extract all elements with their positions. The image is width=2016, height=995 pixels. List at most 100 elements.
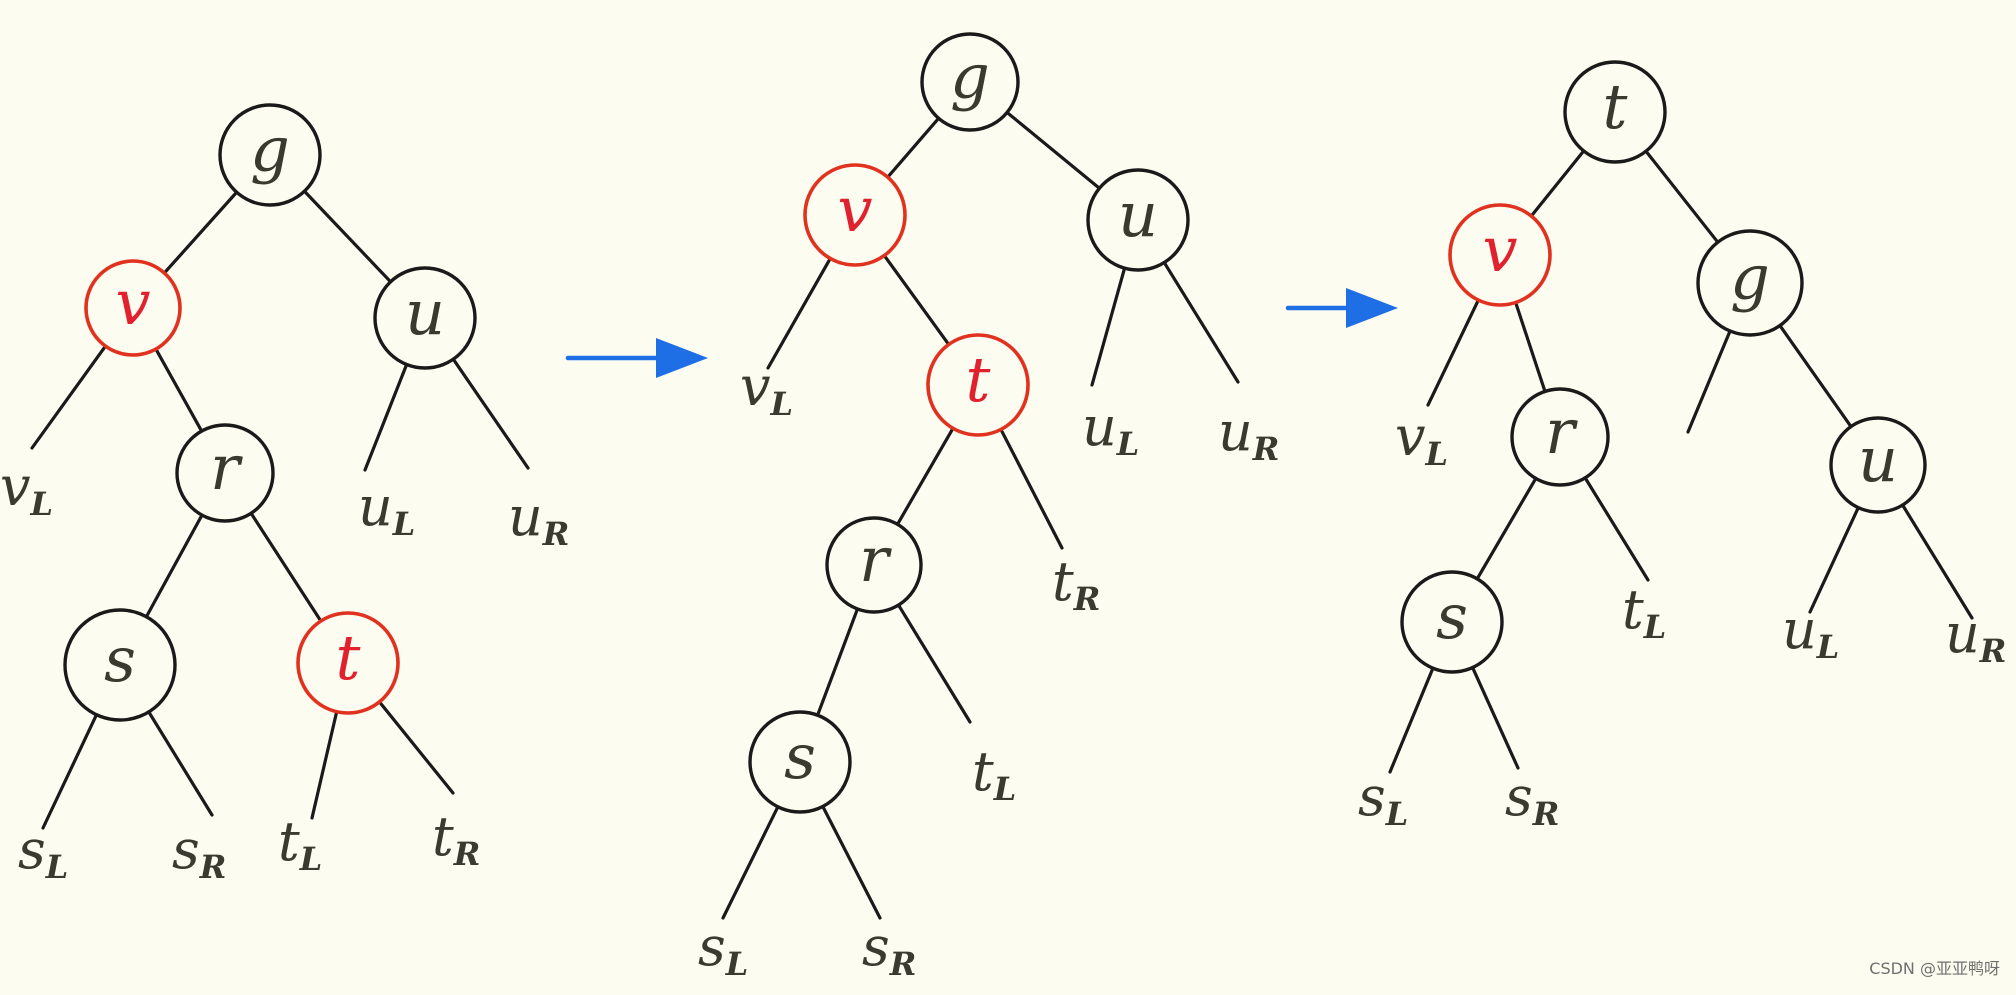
tree-2-node-s: s [748,710,852,814]
tree-1-node-u-circle [373,266,477,370]
tree-1-edge-6 [451,357,530,470]
tree-1-leaf-uR-sub: R [542,515,570,553]
tree-3-leaf-vL-main: v [1395,405,1426,468]
tree-2-edge-12 [821,804,882,920]
tree-1-edge-2 [302,189,393,284]
tree-1-node-g-circle [218,103,322,207]
tree-1-node-t: t [296,611,400,715]
tree-2-leaf-uR-sub: R [1252,430,1280,468]
tree-2-leaf-uL: uL [1082,395,1139,463]
tree-2-edge-10 [896,603,972,724]
tree-1-edge-1 [162,190,239,275]
tree-2-leaf-vL: vL [740,355,793,423]
tree-3-leaf-uL-main: u [1782,598,1817,661]
tree-1-edge-11 [310,710,339,820]
tree-2-leaf-tR-sub: R [1073,580,1101,618]
tree-2-leaf-sR-main: s [862,915,890,978]
tree-3-leaf-sL-main: s [1358,765,1386,828]
tree-2-edge-8 [999,427,1064,550]
tree-2-leaf-vL-main: v [740,355,771,418]
tree-2-node-g: g [920,32,1020,132]
tree-3-node-r-label: r [1545,395,1578,468]
tree-2-leaf-tL: tL [972,740,1016,808]
tree-2-node-g-circle [920,32,1020,132]
tree-1-node-g: g [218,103,322,207]
tree-1-node-r: r [175,423,275,523]
tree-3-node-r-circle [1510,387,1610,487]
tree-2-edge-7 [895,426,955,526]
tree-3-leaf-vL: vL [1395,405,1448,473]
tree-2-edge-3 [766,256,832,370]
tree-3-node-g-circle [1696,229,1804,337]
tree-3-edge-7 [1475,476,1538,581]
tree-3-node-g: g [1696,229,1804,337]
tree-2-leaf-tR-main: t [1052,550,1074,613]
tree-1-leaf-tR-sub: R [453,835,481,873]
tree-3-edge-3 [1426,298,1480,407]
tree-2-node-u-label: u [1118,178,1158,251]
tree-2-leaf-sL: sL [698,915,748,983]
tree-3-leaf-vL-sub: L [1425,435,1449,473]
tree-3-leaf-uR-sub: R [1979,632,2007,670]
edges-layer [30,110,1974,920]
tree-1-node-s-label: s [104,623,136,696]
tree-1-node-u: u [373,266,477,370]
tree-3-leaf-sR: sR [1505,765,1559,833]
tree-2-node-r: r [825,516,923,614]
tree-2-node-r-circle [825,516,923,614]
tree-1-node-u-label: u [405,276,445,349]
tree-2-leaf-sR-sub: R [889,945,917,983]
tree-3-leaf-sR-main: s [1505,765,1533,828]
tree-2-node-u: u [1086,168,1190,272]
tree-1-edge-3 [30,344,108,450]
tree-2-leaf-tL-sub: L [993,770,1017,808]
tree-2-edge-4 [882,253,951,347]
tree-1-leaf-tL-main: t [278,810,300,873]
tree-1-node-t-label: t [336,621,361,694]
tree-3-node-t: t [1563,60,1667,164]
tree-1-node-g-label: g [250,113,290,186]
tree-1-leaf-sR: sR [172,818,226,886]
tree-1-leaf-sL-sub: L [45,848,69,886]
tree-1-leaf-vL: vL [0,455,53,523]
tree-3-leaf-uL: uL [1782,598,1839,666]
tree-1-edge-9 [41,713,99,830]
tree-3-edge-8 [1583,476,1650,582]
tree-1-node-r-label: r [210,431,243,504]
tree-3-node-u-circle [1829,416,1927,514]
tree-1-edge-7 [144,513,204,619]
tree-2-node-v-circle [803,163,907,267]
tree-3-edge-12 [1470,665,1520,770]
tree-2-leaf-tR: tR [1052,550,1100,618]
tree-2-leaf-uL-main: u [1082,395,1117,458]
tree-2-edge-2 [1005,110,1101,190]
tree-1-leaf-sR-main: s [172,818,200,881]
tree-2-leaf-sL-sub: L [725,945,749,983]
watermark: CSDN @亚亚鸭呀 [1869,959,2000,978]
tree-2-edge-6 [1162,260,1240,384]
tree-3-edge-1 [1529,149,1586,218]
tree-3-node-v-circle [1448,203,1552,307]
tree-2-edge-1 [886,116,941,179]
tree-3-node-u: u [1829,416,1927,514]
tree-3-node-s-label: s [1436,580,1468,653]
tree-1-leaf-vL-sub: L [30,485,54,523]
tree-1-edge-5 [363,362,409,472]
tree-3-leaf-tL-sub: L [1643,608,1667,646]
tree-1-node-v-label: v [115,266,150,339]
tree-2-node-g-label: g [950,40,990,113]
tree-1-node-v-circle [84,259,182,357]
arrow-1-icon [565,338,708,378]
tree-1-leaf-tR-main: t [432,805,454,868]
tree-1-leaf-uL-sub: L [392,505,416,543]
tree-1-edge-12 [377,700,455,795]
tree-3-node-r: r [1510,387,1610,487]
tree-1-leaf-sL-main: s [18,818,46,881]
tree-1-edge-4 [154,347,204,433]
tree-1-node-r-circle [175,423,275,523]
tree-1-leaf-sL: sL [18,818,68,886]
tree-1-leaf-uR-main: u [508,485,543,548]
tree-2-leaf-sL-main: s [698,915,726,978]
